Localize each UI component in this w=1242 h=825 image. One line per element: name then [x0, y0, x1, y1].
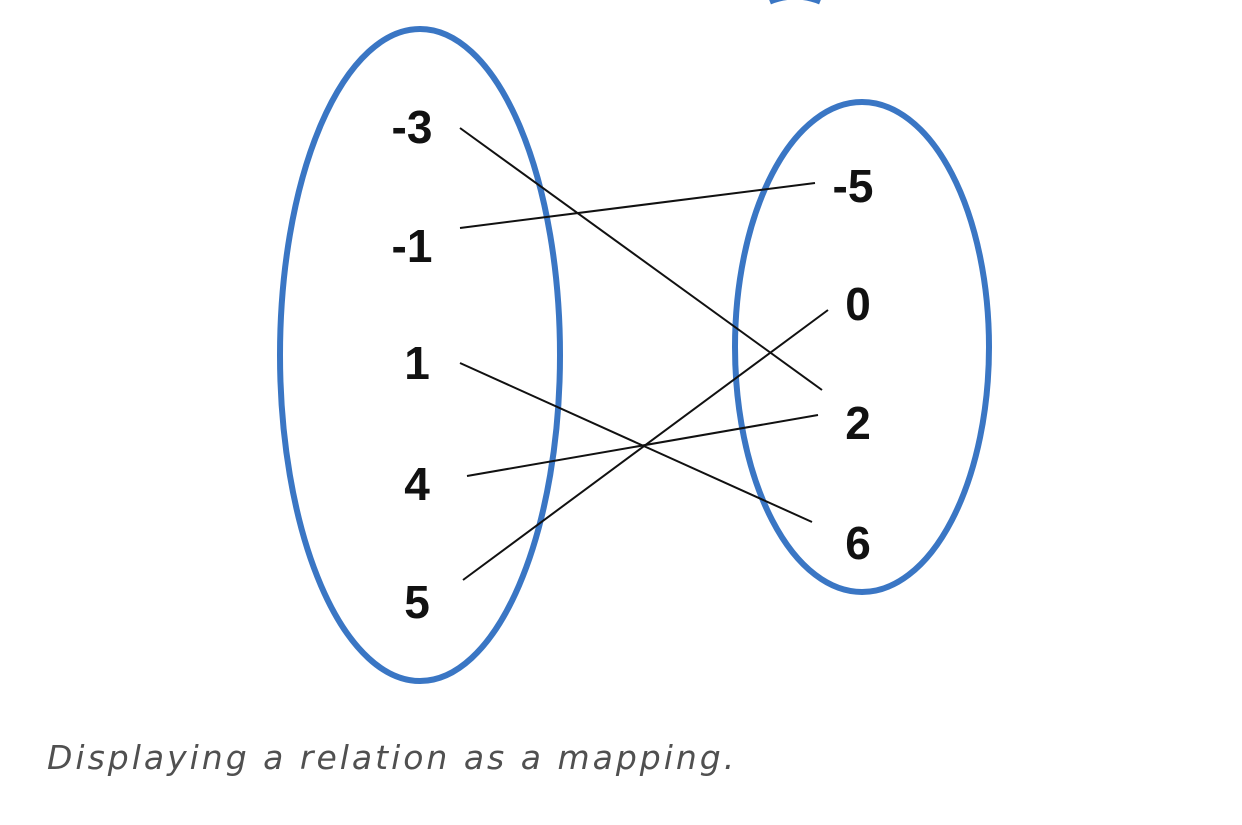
domain-value: 1: [404, 337, 430, 389]
domain-oval: [277, 26, 563, 684]
range-oval: [732, 99, 992, 595]
mapping-line-neg3-to-2: [459, 127, 823, 391]
domain-value: -3: [392, 101, 433, 153]
mapping-line-1-to-6: [459, 362, 813, 523]
domain-value: 5: [404, 576, 430, 628]
mapping-line-5-to-0: [462, 309, 829, 581]
domain-value: 4: [404, 458, 430, 510]
figure-caption: Displaying a relation as a mapping.: [47, 738, 738, 777]
range-value: 6: [845, 517, 871, 569]
range-value: 0: [845, 278, 871, 330]
domain-value: -1: [392, 220, 433, 272]
mapping-line-neg1-to-neg5: [459, 182, 816, 229]
mapping-line-4-to-2: [466, 414, 819, 477]
range-value: 2: [845, 397, 871, 449]
partial-oval-top: [769, 0, 821, 5]
range-value: -5: [833, 160, 874, 212]
